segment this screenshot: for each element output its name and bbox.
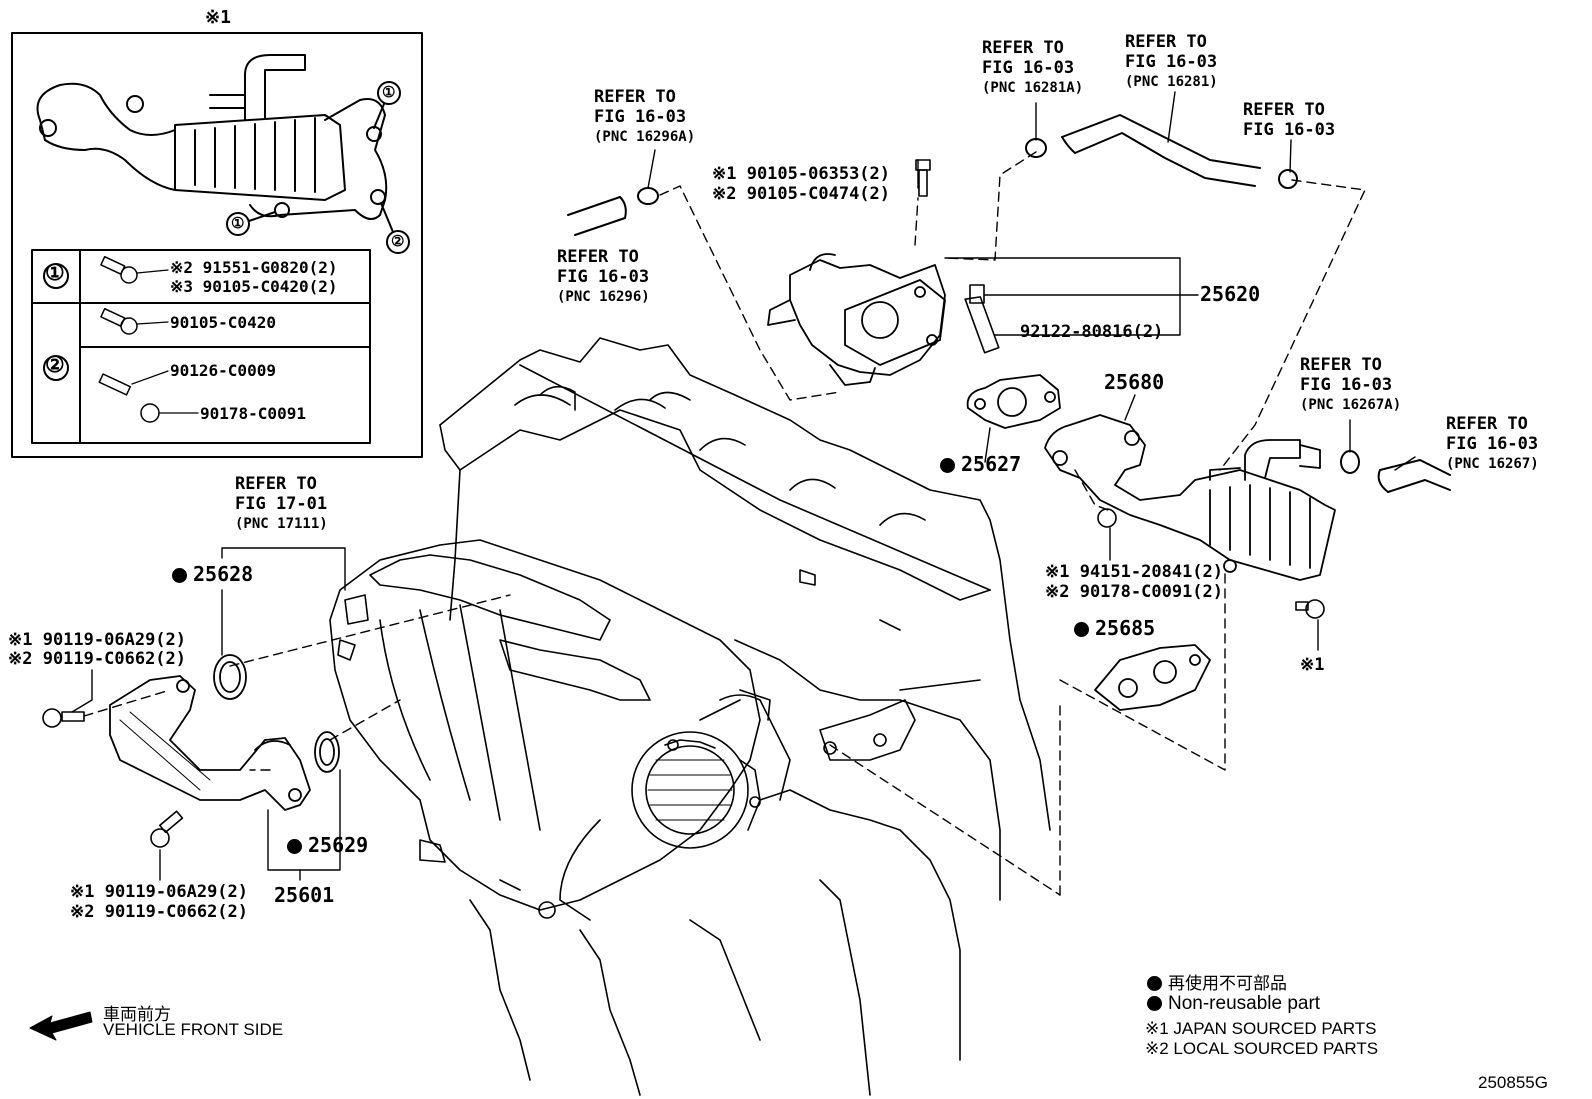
label-bolt-top-2: ※2 90105-C0474(2) bbox=[712, 184, 891, 204]
egr-pipe-lower bbox=[109, 675, 311, 811]
hoses bbox=[567, 114, 1451, 493]
inset-callout-1a: ① bbox=[382, 83, 396, 101]
diagram-id: 250855G bbox=[1478, 1073, 1548, 1092]
non-reusable-dot-icon bbox=[1074, 622, 1089, 637]
label-25627: 25627 bbox=[940, 454, 1021, 474]
label-star1: ※1 bbox=[1300, 655, 1325, 675]
legend-en: Non-reusable part bbox=[1147, 993, 1320, 1015]
legend-japan-sourced: ※1 JAPAN SOURCED PARTS bbox=[1145, 1019, 1377, 1038]
inset-part-90105-c0420-b: 90105-C0420 bbox=[170, 313, 276, 332]
non-reusable-dot-icon bbox=[172, 568, 187, 583]
leader-lines bbox=[71, 91, 1416, 881]
intake-manifold bbox=[329, 539, 771, 921]
vehicle-front-arrow-icon bbox=[29, 1011, 93, 1041]
inset-row-marker-2: ② bbox=[45, 353, 65, 378]
label-bolt-top-1: ※1 90105-06353(2) bbox=[712, 164, 891, 184]
dashed-lines bbox=[83, 151, 1366, 896]
inset-callout-2: ② bbox=[391, 232, 405, 250]
label-nut-1: ※1 94151-20841(2) bbox=[1045, 562, 1224, 582]
inset-row-marker-1: ① bbox=[45, 261, 65, 286]
inset-part-90178: 90178-C0091 bbox=[200, 404, 306, 423]
label-nut-2: ※2 90178-C0091(2) bbox=[1045, 582, 1224, 602]
egr-valve bbox=[767, 253, 946, 386]
label-bolt-left-2: ※2 90119-C0662(2) bbox=[8, 649, 187, 669]
front-side-jp: 車両前方 bbox=[103, 1005, 171, 1024]
inset-box bbox=[11, 32, 423, 458]
label-bolt-bottom-2: ※2 90119-C0662(2) bbox=[70, 902, 249, 922]
label-25601: 25601 bbox=[274, 883, 335, 907]
inset-title: ※1 bbox=[205, 7, 231, 28]
label-25628: 25628 bbox=[172, 564, 253, 584]
label-92122: 92122-80816(2) bbox=[1020, 322, 1164, 342]
inset-callout-1b: ① bbox=[231, 214, 245, 232]
inset-part-90126: 90126-C0009 bbox=[170, 361, 276, 380]
label-25680: 25680 bbox=[1104, 370, 1165, 394]
gaskets bbox=[213, 374, 1211, 773]
legend-local-sourced: ※2 LOCAL SOURCED PARTS bbox=[1145, 1039, 1379, 1058]
label-25685: 25685 bbox=[1074, 618, 1155, 638]
non-reusable-dot-icon bbox=[1147, 996, 1162, 1011]
egr-cooler bbox=[1044, 414, 1336, 581]
inset-part-90105-c0420-a: ※3 90105-C0420(2) bbox=[170, 277, 338, 296]
non-reusable-dot-icon bbox=[287, 839, 302, 854]
label-25629: 25629 bbox=[287, 835, 368, 855]
non-reusable-dot-icon bbox=[1147, 976, 1162, 991]
inset-part-91551: ※2 91551-G0820(2) bbox=[170, 258, 338, 277]
label-bolt-bottom-1: ※1 90119-06A29(2) bbox=[70, 882, 249, 902]
fasteners bbox=[42, 159, 1325, 848]
engine-block bbox=[439, 337, 1051, 1096]
non-reusable-dot-icon bbox=[940, 458, 955, 473]
front-side-en: VEHICLE FRONT SIDE bbox=[103, 1020, 284, 1039]
label-bolt-left-1: ※1 90119-06A29(2) bbox=[8, 630, 187, 650]
label-25620: 25620 bbox=[1200, 282, 1261, 306]
legend-jp: 再使用不可部品 bbox=[1147, 969, 1287, 994]
